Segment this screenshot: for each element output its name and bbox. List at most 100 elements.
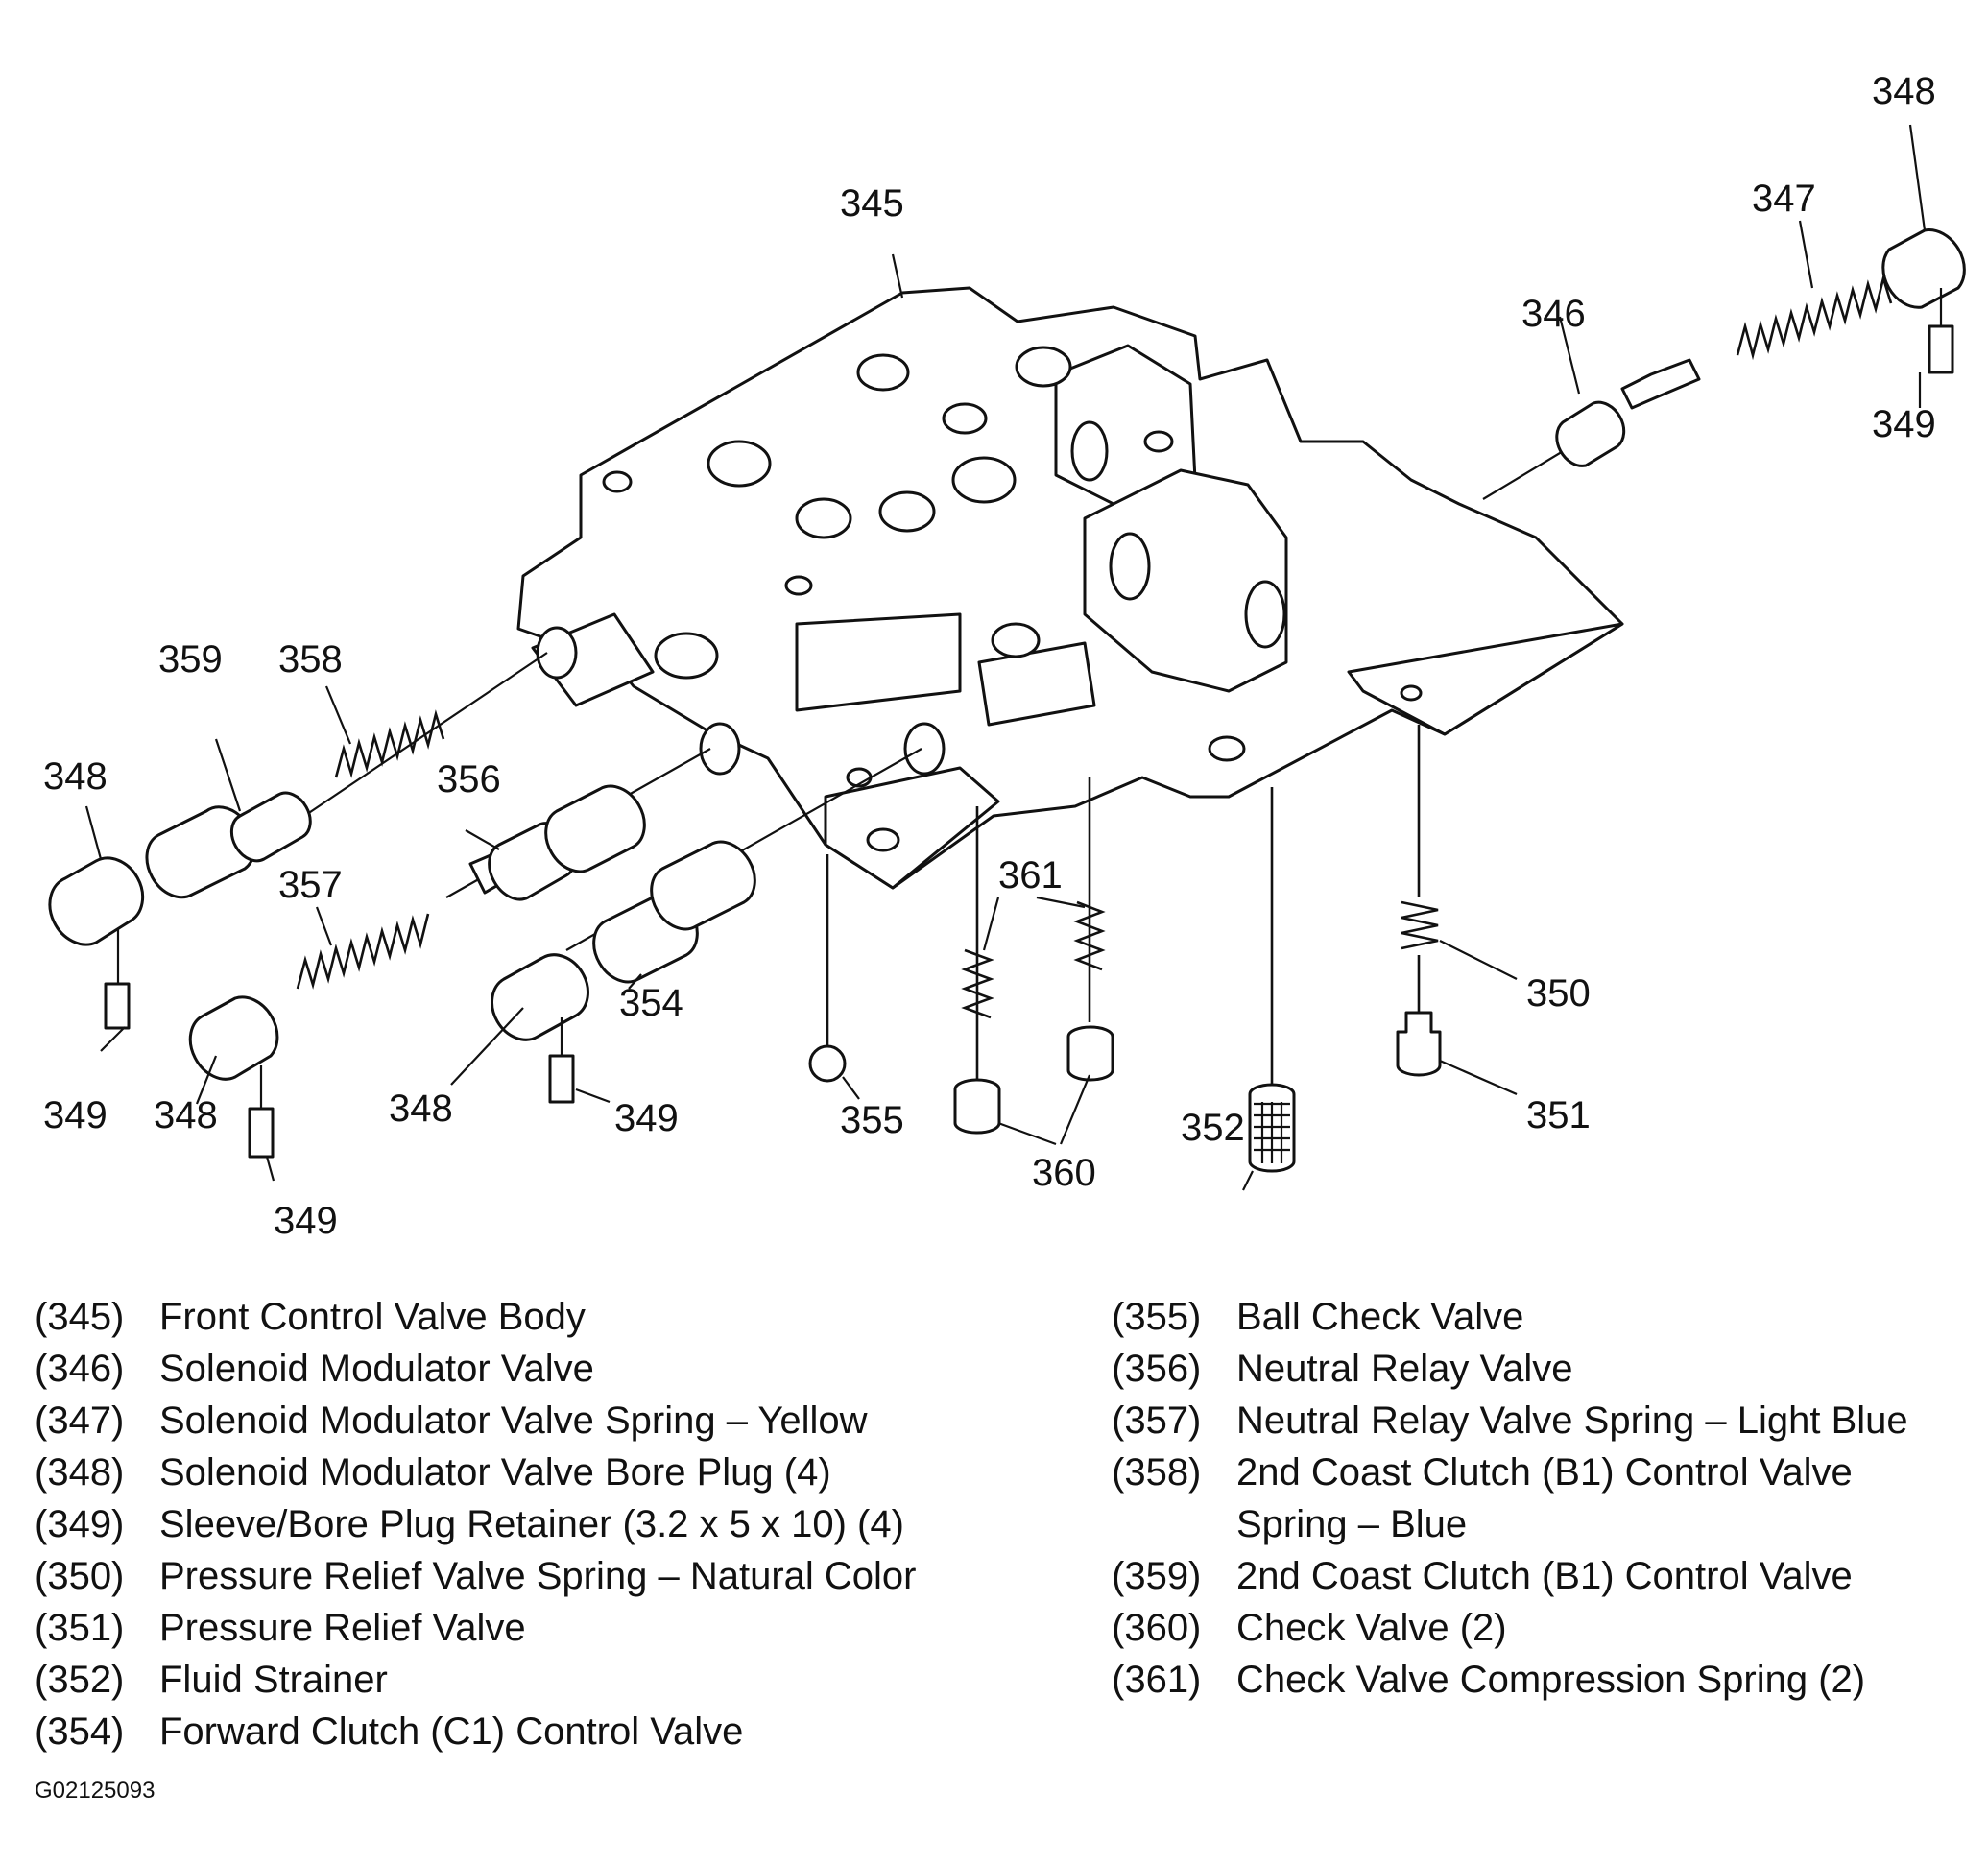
check-valve-spring [961, 948, 994, 1019]
legend-num: (346) [35, 1348, 125, 1390]
check-valve [1066, 1025, 1114, 1082]
legend-num: (355) [1112, 1296, 1202, 1338]
callout-348: 348 [43, 755, 108, 798]
callout-349: 349 [274, 1200, 338, 1242]
callout-345: 345 [840, 182, 904, 225]
legend-row: (357) Neutral Relay Valve Spring – Light … [1112, 1395, 1908, 1447]
body-hole [1015, 346, 1072, 388]
legend-num: (350) [35, 1555, 125, 1597]
second-coast-clutch-assembly [48, 652, 548, 1052]
legend-row: (348) Solenoid Modulator Valve Bore Plug … [35, 1447, 917, 1498]
figure-id: G02125093 [35, 1778, 156, 1804]
second-coast-clutch-control-valve [145, 805, 256, 899]
legend-row: (356) Neutral Relay Valve [1112, 1343, 1908, 1395]
legend-row: (355) Ball Check Valve [1112, 1291, 1908, 1343]
body-hole [866, 827, 900, 852]
legend-text: Ball Check Valve [1236, 1296, 1524, 1338]
legend-num: (361) [1112, 1659, 1202, 1701]
legend-text: Fluid Strainer [159, 1659, 388, 1701]
legend-row: (347) Solenoid Modulator Valve Spring – Y… [35, 1395, 917, 1447]
legend-row: (354) Forward Clutch (C1) Control Valve [35, 1706, 917, 1757]
legend-text: Check Valve (2) [1236, 1607, 1507, 1649]
callout-348: 348 [154, 1094, 218, 1136]
legend-text: Solenoid Modulator Valve Spring – Yellow [159, 1399, 868, 1442]
callout-354: 354 [619, 982, 683, 1024]
pressure-relief-spring [1401, 900, 1439, 950]
callout-346: 346 [1521, 293, 1586, 335]
legend-left: (345)Front Control Valve Body (346)Solen… [35, 1291, 917, 1757]
callout-359: 359 [158, 638, 223, 681]
bore-plug-left [48, 856, 145, 946]
legend-text: Sleeve/Bore Plug Retainer (3.2 x 5 x 10)… [159, 1503, 904, 1545]
body-hole [602, 470, 633, 493]
body-hole [795, 497, 852, 539]
exploded-view-diagram: 345 346 347 348 349 359 358 348 356 357 … [43, 70, 1966, 1242]
body-hole [1070, 420, 1109, 482]
legend-num: (357) [1112, 1399, 1202, 1442]
legend-row: (351)Pressure Relief Valve [35, 1602, 917, 1654]
callout-360: 360 [1032, 1152, 1096, 1194]
legend-text: Solenoid Modulator Valve [159, 1348, 594, 1390]
bore-opening [903, 722, 946, 776]
legend-num: (351) [35, 1607, 125, 1649]
retainer-front [548, 1054, 575, 1104]
legend-row: (349) Sleeve/Bore Plug Retainer (3.2 x 5 … [35, 1498, 917, 1550]
body-hole [784, 575, 813, 596]
callout-348: 348 [389, 1088, 453, 1130]
body-hole [991, 622, 1041, 658]
body-hole [707, 440, 772, 488]
legend-text: Pressure Relief Valve Spring – Natural C… [159, 1555, 917, 1597]
body-hole [1400, 684, 1423, 702]
legend-text-line2: Spring – Blue [1236, 1503, 1468, 1545]
callout-356: 356 [437, 758, 501, 801]
retainer-middle [248, 1107, 275, 1159]
neutral-relay-assembly [188, 748, 711, 1182]
callout-349: 349 [1872, 403, 1936, 445]
bore-opening [699, 722, 741, 776]
legend-num: (348) [35, 1451, 125, 1494]
legend-num: (352) [35, 1659, 125, 1701]
callout-347: 347 [1752, 178, 1816, 220]
callout-361: 361 [998, 854, 1063, 897]
retainer-left [104, 982, 131, 1030]
body-hole [1244, 580, 1286, 649]
legend-row: (352) Fluid Strainer [35, 1654, 917, 1706]
legend-num: (347) [35, 1399, 125, 1442]
callout-358: 358 [278, 638, 343, 681]
solenoid-modulator-assembly [1482, 124, 1966, 500]
front-control-valve-body [516, 286, 1624, 890]
legend-text: Neutral Relay Valve [1236, 1348, 1573, 1390]
legend-text: Check Valve Compression Spring (2) [1236, 1659, 1866, 1701]
legend-num: (356) [1112, 1348, 1202, 1390]
legend-row: (346) Solenoid Modulator Valve [35, 1343, 917, 1395]
legend-num: (345) [35, 1296, 125, 1338]
legend-text: Solenoid Modulator Valve Bore Plug (4) [159, 1451, 831, 1494]
body-hole [942, 402, 988, 435]
pressure-relief-valve [1396, 1011, 1442, 1077]
callout-355: 355 [840, 1099, 904, 1141]
legend-text: Forward Clutch (C1) Control Valve [159, 1710, 744, 1753]
legend-row: (361) Check Valve Compression Spring (2) [1112, 1654, 1908, 1706]
solenoid-modulator-valve [1555, 400, 1626, 467]
solenoid-modulator-spring [1736, 274, 1893, 361]
legend-num: (349) [35, 1503, 125, 1545]
bore-plug-top-right [1881, 228, 1966, 309]
body-hole [1143, 430, 1174, 453]
legend-num: (359) [1112, 1555, 1202, 1597]
second-coast-clutch-spring [334, 709, 445, 778]
legend-row: (360)Check Valve (2) [1112, 1602, 1908, 1654]
callout-357: 357 [278, 864, 343, 906]
body-hole [951, 456, 1017, 504]
legend-row: (358)2nd Coast Clutch (B1) Control Valve… [1112, 1447, 1908, 1550]
body-hole [878, 490, 936, 533]
callout-349: 349 [43, 1094, 108, 1136]
neutral-relay-spring [296, 913, 430, 990]
lower-valve-components [808, 725, 1518, 1191]
body-hole [856, 353, 910, 392]
legend-text: Neutral Relay Valve Spring – Light Blue [1236, 1399, 1908, 1442]
legend-num: (354) [35, 1710, 125, 1753]
callout-351: 351 [1526, 1094, 1591, 1136]
check-valve [953, 1078, 1001, 1135]
callout-348: 348 [1872, 70, 1936, 112]
legend-row: (359)2nd Coast Clutch (B1) Control Valve [1112, 1550, 1908, 1602]
